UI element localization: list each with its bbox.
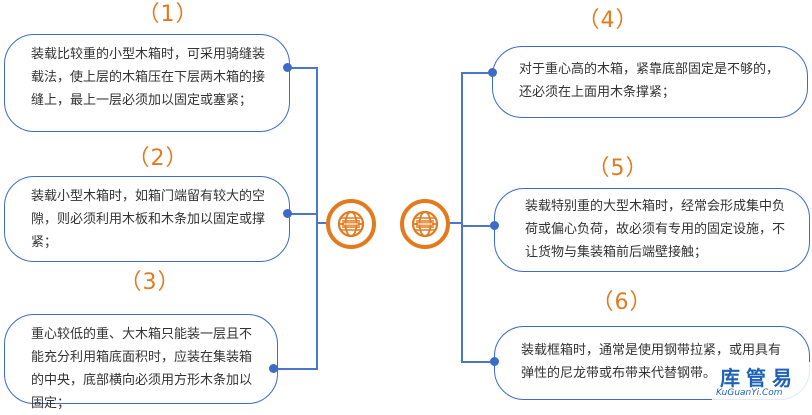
globe-icon xyxy=(337,210,365,238)
left-connector-center xyxy=(316,222,326,224)
center-icon-left xyxy=(326,199,376,249)
item-dot-5 xyxy=(490,221,499,230)
item-number-1: （1） xyxy=(137,2,199,27)
left-connector-h3 xyxy=(274,368,318,370)
item-dot-3 xyxy=(269,364,278,373)
center-icon-right xyxy=(400,199,450,249)
item-number-4: （4） xyxy=(577,8,639,33)
item-text-5: 装载特别重的大型木箱时，经常会形成集中负荷或偏心负荷，故必须有专用的固定设施，不… xyxy=(525,199,786,260)
item-number-2: （2） xyxy=(127,146,189,171)
right-connector-h4 xyxy=(461,72,495,74)
item-box-3: 重心较低的重、大木箱只能装一层且不能充分利用箱底面积时，应装在集装箱的中央，底部… xyxy=(4,314,278,411)
watermark-main-text: 库管易 xyxy=(720,366,798,390)
item-number-5: （5） xyxy=(587,156,649,181)
item-box-4: 对于重心高的木箱，紧靠底部固定是不够的，还必须在上面用木条撑紧； xyxy=(492,46,808,118)
watermark-logo: 库管易 KuGuanYi.Com xyxy=(712,362,812,400)
item-number-3: （3） xyxy=(119,270,181,295)
item-box-1: 装载比较重的小型木箱时，可采用骑缝装载法，使上层的木箱压在下层两木箱的接缝上，最… xyxy=(4,34,290,132)
right-connector-center xyxy=(450,222,463,224)
item-text-1: 装载比较重的小型木箱时，可采用骑缝装载法，使上层的木箱压在下层两木箱的接缝上，最… xyxy=(31,47,266,108)
right-connector-vertical xyxy=(461,72,463,363)
right-connector-h5 xyxy=(461,225,495,227)
item-dot-1 xyxy=(283,63,292,72)
right-connector-h6 xyxy=(461,361,495,363)
left-connector-h2 xyxy=(288,213,318,215)
left-connector-h1 xyxy=(288,67,318,69)
item-dot-2 xyxy=(283,209,292,218)
item-box-2: 装载小型木箱时，如箱门端留有较大的空隙，则必须利用木板和木条加以固定或撑紧； xyxy=(4,176,290,262)
item-text-3: 重心较低的重、大木箱只能装一层且不能充分利用箱底面积时，应装在集装箱的中央，底部… xyxy=(31,327,253,411)
item-text-4: 对于重心高的木箱，紧靠底部固定是不够的，还必须在上面用木条撑紧； xyxy=(519,62,780,100)
item-text-2: 装载小型木箱时，如箱门端留有较大的空隙，则必须利用木板和木条加以固定或撑紧； xyxy=(31,189,266,250)
item-dot-6 xyxy=(490,357,499,366)
item-dot-4 xyxy=(488,68,497,77)
item-text-6: 装载框箱时，通常是使用钢带拉紧，或用具有弹性的尼龙带或布带来代替钢带。 xyxy=(521,343,782,381)
globe-icon xyxy=(411,210,439,238)
left-connector-vertical xyxy=(316,67,318,370)
watermark-sub-text: KuGuanYi.Com xyxy=(716,388,783,398)
item-number-6: （6） xyxy=(591,290,653,315)
item-box-5: 装载特别重的大型木箱时，经常会形成集中负荷或偏心负荷，故必须有专用的固定设施，不… xyxy=(494,188,810,272)
